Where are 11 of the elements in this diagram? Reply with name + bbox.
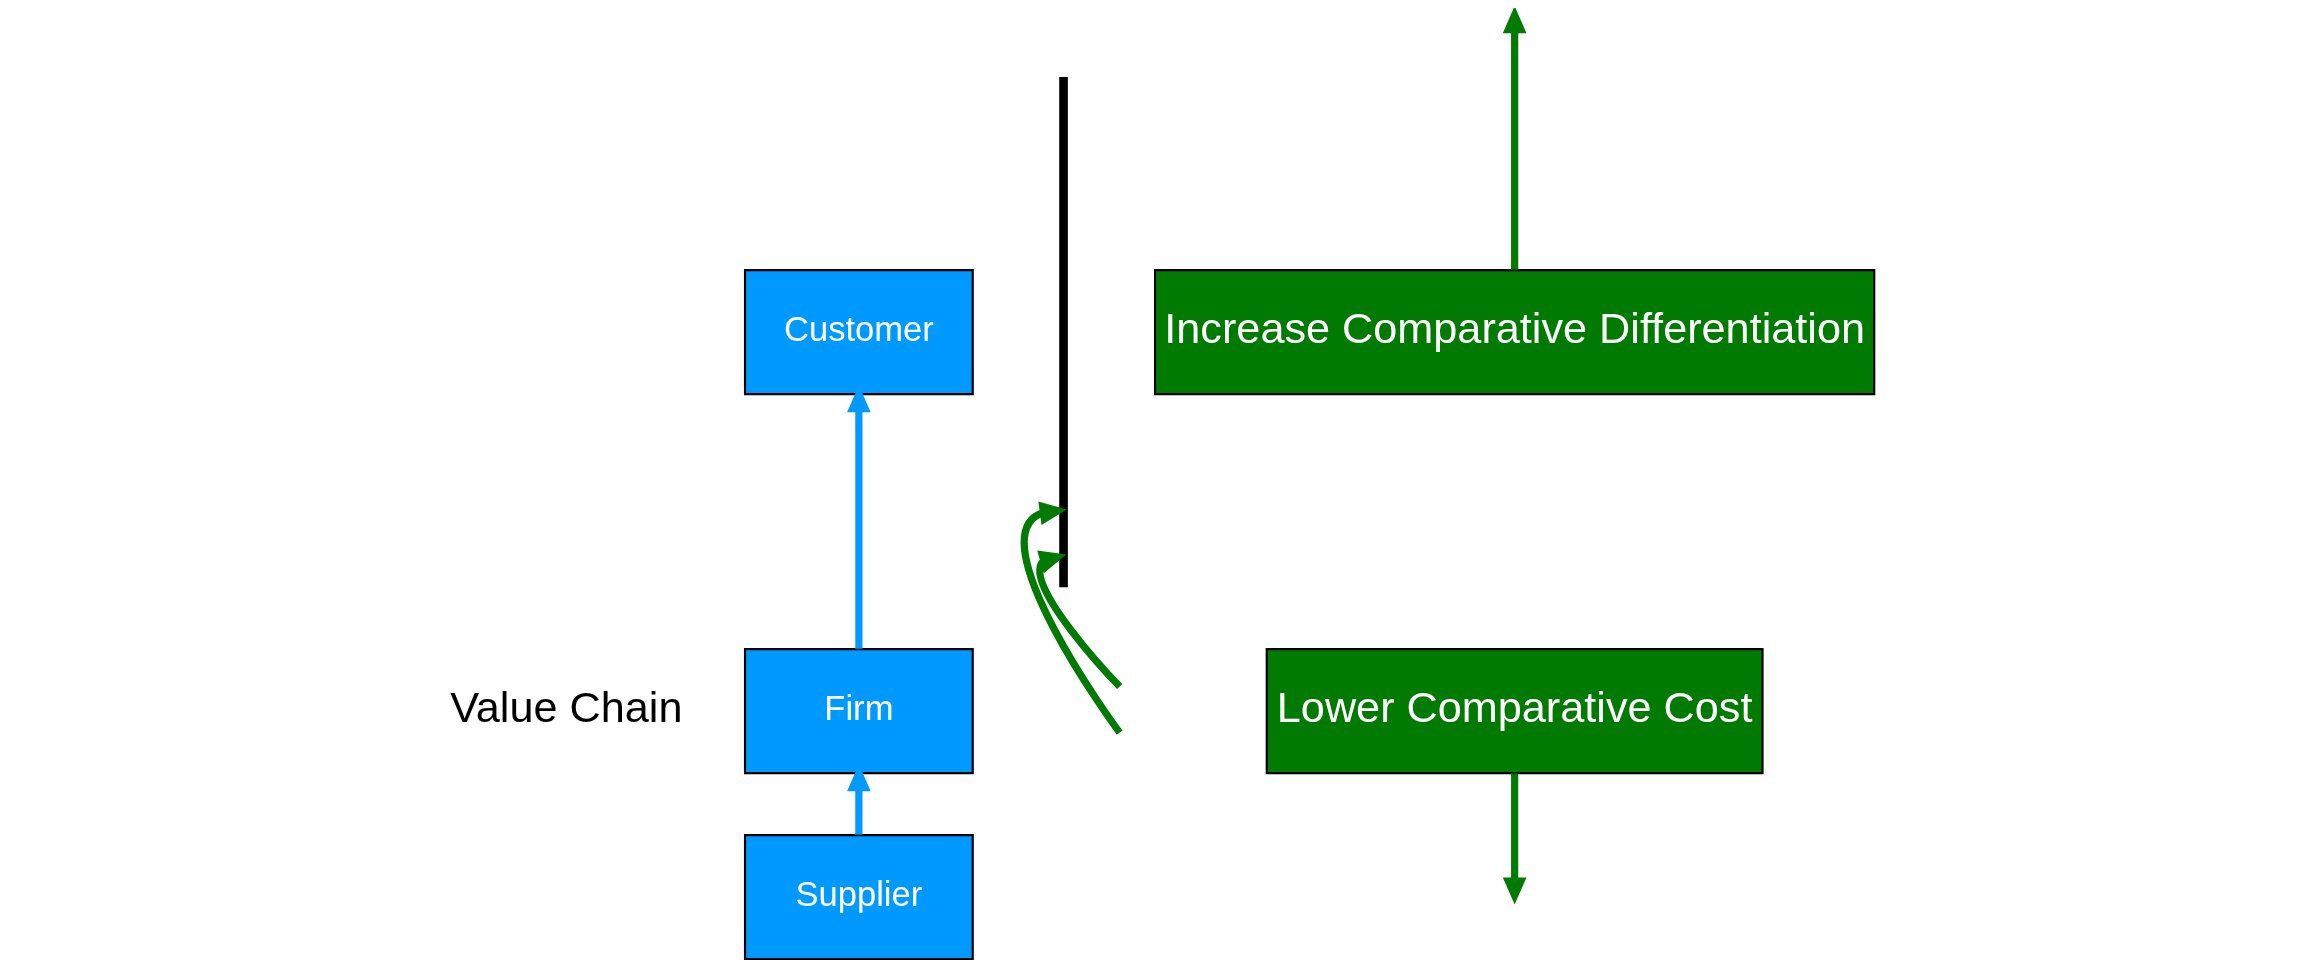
node-box: Customer (743, 269, 974, 396)
arrow (1035, 550, 1122, 689)
arrow (1502, 8, 1526, 270)
arrow (1502, 773, 1526, 905)
label: Value Chain (449, 682, 682, 731)
arrow (1020, 501, 1123, 735)
node-bar (1058, 77, 1068, 588)
node-box: Firm (743, 648, 974, 775)
node-box: Increase Comparative Differentiation (1153, 269, 1875, 396)
node-box: Lower Comparative Cost (1265, 648, 1764, 775)
node-box: Supplier (743, 834, 974, 961)
